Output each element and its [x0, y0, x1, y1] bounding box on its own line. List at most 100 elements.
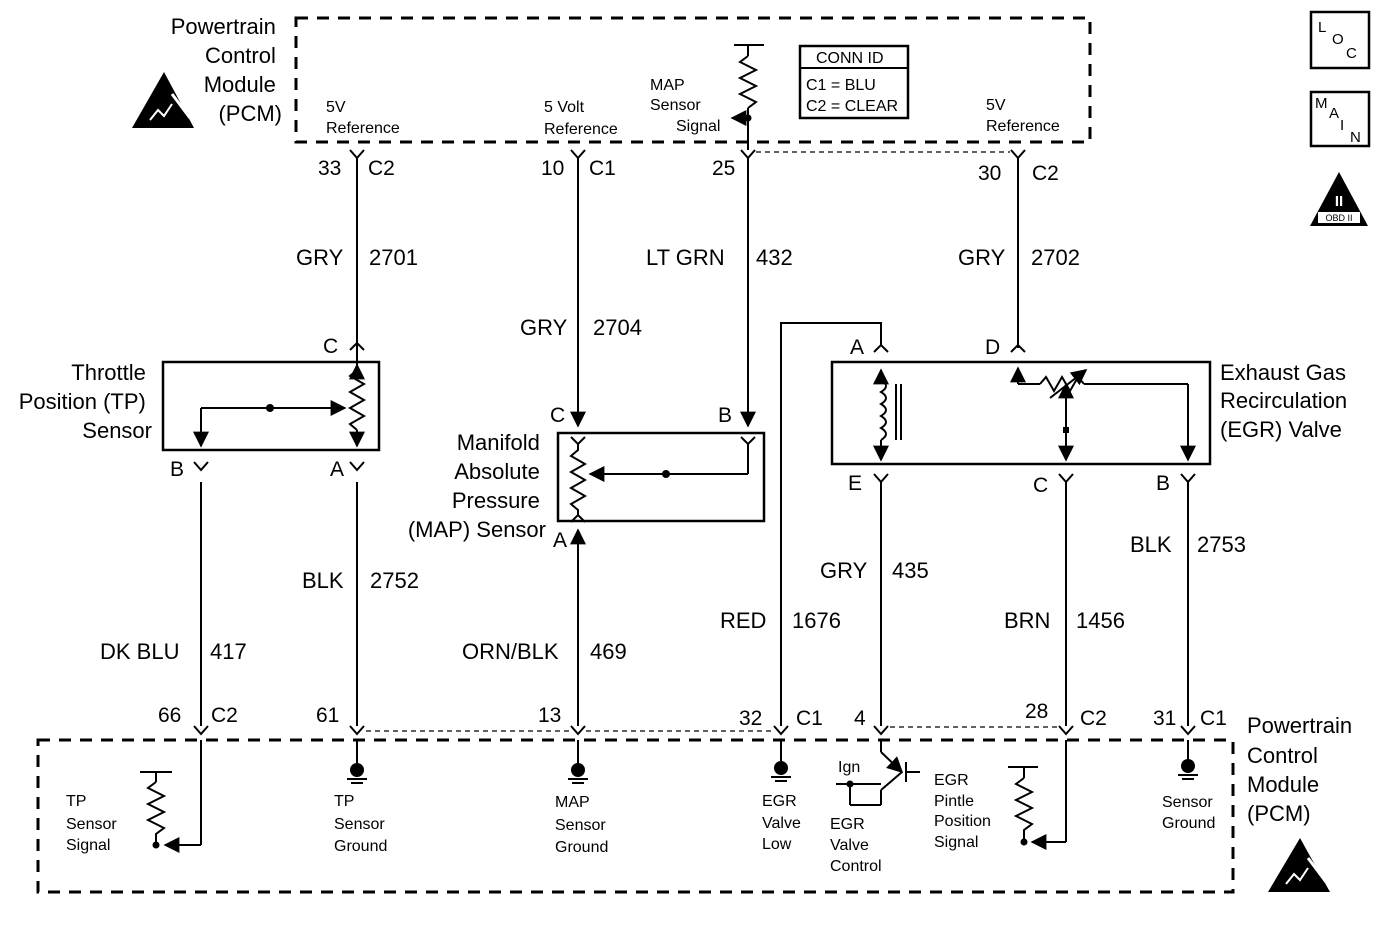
- map-pullup-resistor: [730, 44, 764, 150]
- map-sensor-body: [556, 431, 766, 523]
- pin-30: 30: [978, 162, 1001, 185]
- pin-10: 10: [541, 157, 564, 180]
- tp-pin-a: A: [330, 458, 344, 481]
- pin-31: 31: [1153, 707, 1176, 730]
- svg-text:II: II: [1335, 193, 1343, 210]
- egr-pin-c: C: [1033, 474, 1048, 497]
- label-map-signal: MAP Sensor Signal: [650, 77, 720, 135]
- pcm-bottom-boundary: [36, 738, 1235, 894]
- conn-id-c1: C1 = BLU: [806, 77, 876, 94]
- pcm-top-boundary: [294, 16, 1092, 144]
- pin-28-conn: C2: [1080, 707, 1107, 730]
- wire-432-number: 432: [756, 245, 793, 270]
- label-5v-ref-left: 5V Reference: [326, 99, 400, 137]
- egr-pin-d: D: [985, 336, 1000, 359]
- esd-warning-icon: [132, 72, 194, 128]
- label-egr-valve-control: EGR Valve Control: [830, 816, 882, 875]
- ground-icon: [347, 740, 367, 784]
- wire-417-color: DK BLU: [100, 639, 179, 664]
- pin-32: 32: [739, 707, 762, 730]
- pin-33-conn: C2: [368, 157, 395, 180]
- loc-badge: L O C: [1309, 10, 1371, 70]
- egr-valve: A D Exhaust Gas Recirculation (EGR) Valv…: [830, 336, 1353, 497]
- main-badge: M A I N: [1309, 90, 1371, 148]
- ground-icon: [771, 740, 791, 782]
- wire-2704-number: 2704: [593, 315, 642, 340]
- tp-sensor-name: Throttle Position (TP) Sensor: [19, 360, 152, 443]
- conn-id-box: CONN ID C1 = BLU C2 = CLEAR: [798, 44, 910, 120]
- label-map-ground: MAP Sensor Ground: [555, 794, 610, 856]
- wire-1456-color: BRN: [1004, 608, 1050, 633]
- tp-pin-c: C: [323, 335, 338, 358]
- egr-valve-body: [830, 360, 1212, 466]
- pcm-bottom: Powertrain Control Module (PCM) TP Senso…: [36, 713, 1358, 894]
- pin-66-conn: C2: [211, 704, 238, 727]
- label-sensor-ground: Sensor Ground: [1162, 794, 1217, 832]
- label-tp-signal: TP Sensor Signal: [66, 793, 121, 854]
- svg-text:L: L: [1318, 19, 1326, 36]
- map-pin-c: C: [550, 404, 565, 427]
- esd-warning-icon-bottom: [1268, 838, 1330, 892]
- tp-pin-b: B: [170, 458, 184, 481]
- pin-32-conn: C1: [796, 707, 823, 730]
- pcm-top-title: Powertrain Control Module (PCM): [171, 14, 282, 126]
- label-egr-pintle-signal: EGR Pintle Position Signal: [934, 772, 995, 851]
- svg-text:OBD II: OBD II: [1325, 213, 1352, 223]
- tp-sensor: Throttle Position (TP) Sensor C B A: [19, 335, 381, 481]
- top-pins: 33 C2 10 C1 25 30 C2: [318, 149, 1059, 185]
- svg-text:N: N: [1350, 129, 1361, 146]
- pin-66: 66: [158, 704, 181, 727]
- label-tp-ground: TP Sensor Ground: [334, 793, 389, 855]
- bottom-pins: 66 C2 61 13 32 C1 4 28 C2 31 C1: [158, 700, 1227, 736]
- wire-2704-color: GRY: [520, 315, 568, 340]
- wire-417-number: 417: [210, 639, 247, 664]
- pin-30-conn: C2: [1032, 162, 1059, 185]
- wire-469-number: 469: [590, 639, 627, 664]
- pcm-bottom-title: Powertrain Control Module (PCM): [1247, 713, 1358, 826]
- pin-13: 13: [538, 704, 561, 727]
- egr-pin-a: A: [850, 336, 864, 359]
- pin-25: 25: [712, 157, 735, 180]
- wire-435-number: 435: [892, 558, 929, 583]
- svg-text:O: O: [1332, 31, 1344, 48]
- ground-icon: [1178, 740, 1198, 780]
- pin-61: 61: [316, 704, 339, 727]
- wire-2701-number: 2701: [369, 245, 418, 270]
- map-sensor-name: Manifold Absolute Pressure (MAP) Sensor: [408, 430, 546, 542]
- label-ign: Ign: [838, 759, 860, 776]
- wire-1676-number: 1676: [792, 608, 841, 633]
- label-egr-valve-low: EGR Valve Low: [762, 793, 805, 853]
- wire-2702-color: GRY: [958, 245, 1006, 270]
- map-sensor: Manifold Absolute Pressure (MAP) Sensor …: [408, 404, 766, 552]
- svg-text:A: A: [1329, 105, 1339, 122]
- conn-id-title: CONN ID: [816, 50, 884, 67]
- egr-pin-e: E: [848, 472, 862, 495]
- transistor-icon: [836, 740, 920, 806]
- label-5v-ref-right: 5V Reference: [986, 97, 1060, 135]
- svg-text:I: I: [1340, 117, 1344, 134]
- pin-28: 28: [1025, 700, 1048, 723]
- map-pin-a: A: [553, 529, 567, 552]
- tp-sensor-body: [161, 360, 381, 452]
- wire-2752-number: 2752: [370, 568, 419, 593]
- wire-1676-color: RED: [720, 608, 766, 633]
- pin-4: 4: [854, 707, 866, 730]
- wire-2701-color: GRY: [296, 245, 344, 270]
- map-pin-b: B: [718, 404, 732, 427]
- wire-432-color: LT GRN: [646, 245, 725, 270]
- wire-435-color: GRY: [820, 558, 868, 583]
- wire-2753-color: BLK: [1130, 532, 1172, 557]
- pin-10-conn: C1: [589, 157, 616, 180]
- pcm-top: Powertrain Control Module (PCM) 5V Refer…: [132, 14, 1092, 150]
- ground-icon: [568, 740, 588, 784]
- wire-1456-number: 1456: [1076, 608, 1125, 633]
- egr-valve-name: Exhaust Gas Recirculation (EGR) Valve: [1220, 360, 1353, 442]
- wire-469-color: ORN/BLK: [462, 639, 559, 664]
- conn-id-c2: C2 = CLEAR: [806, 98, 898, 115]
- svg-text:C: C: [1346, 45, 1357, 62]
- wire-2702-number: 2702: [1031, 245, 1080, 270]
- wire-2753-number: 2753: [1197, 532, 1246, 557]
- pin-31-conn: C1: [1200, 707, 1227, 730]
- svg-text:M: M: [1315, 95, 1328, 112]
